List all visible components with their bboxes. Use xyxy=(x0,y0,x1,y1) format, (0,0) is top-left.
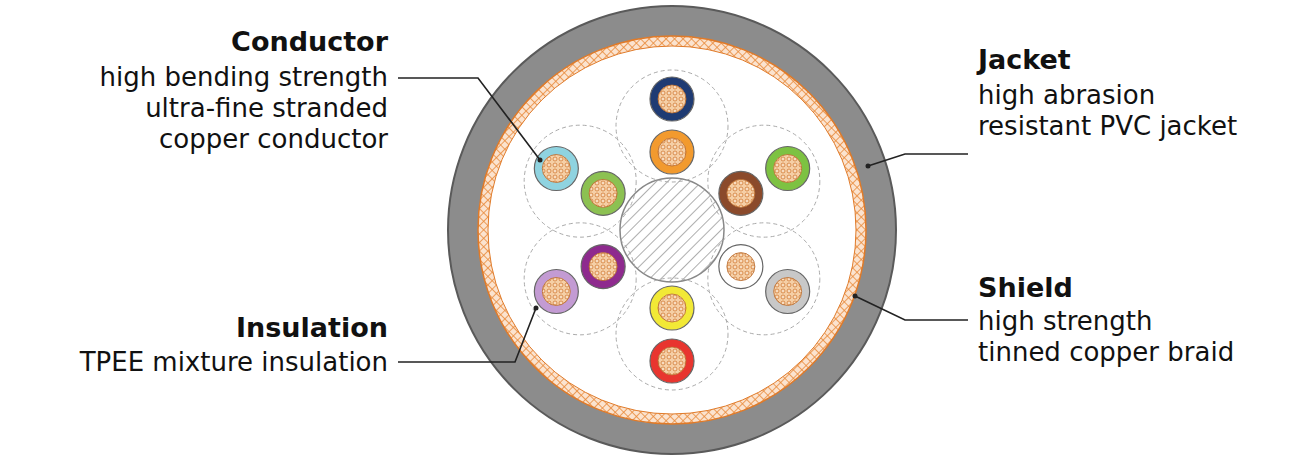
copper-conductor xyxy=(542,278,570,306)
copper-conductor xyxy=(658,85,686,113)
wire-insulation xyxy=(581,171,625,215)
part-name: Jacket xyxy=(978,44,1256,75)
wire xyxy=(534,270,578,314)
leader-line xyxy=(398,78,540,160)
copper-conductor xyxy=(658,347,686,375)
wire-insulation xyxy=(534,270,578,314)
pair-boundary xyxy=(524,223,636,335)
copper-conductor xyxy=(727,253,755,281)
wire-insulation xyxy=(581,245,625,289)
wire-insulation xyxy=(650,339,694,383)
part-description: TPEE mixture insulation xyxy=(18,347,388,378)
wire xyxy=(534,146,578,190)
leader-line xyxy=(398,308,536,362)
wire-insulation xyxy=(766,146,810,190)
wire-insulation xyxy=(534,146,578,190)
part-description: high strength tinned copper braid xyxy=(978,306,1240,368)
shield-braid xyxy=(478,36,866,424)
wire-insulation xyxy=(766,270,810,314)
copper-conductor xyxy=(542,154,570,182)
wire xyxy=(650,130,694,174)
leader-dot xyxy=(538,158,543,163)
wire-insulation xyxy=(650,77,694,121)
leader-dot xyxy=(853,294,858,299)
part-name: Shield xyxy=(978,272,1240,303)
leader-line xyxy=(855,296,968,320)
leader-dot xyxy=(866,164,871,169)
copper-conductor xyxy=(589,179,617,207)
wire-insulation xyxy=(719,171,763,215)
wire xyxy=(581,171,625,215)
wire-insulation xyxy=(650,130,694,174)
wire xyxy=(719,171,763,215)
copper-conductor xyxy=(774,278,802,306)
wire xyxy=(719,245,763,289)
wire xyxy=(581,245,625,289)
wire xyxy=(650,286,694,330)
copper-conductor xyxy=(774,154,802,182)
wires xyxy=(534,77,809,383)
copper-conductor xyxy=(658,138,686,166)
part-name: Conductor xyxy=(88,26,388,57)
wire-insulation xyxy=(650,286,694,330)
wire-insulation xyxy=(719,245,763,289)
pair-boundary xyxy=(616,70,728,182)
pair-boundary xyxy=(708,223,820,335)
pair-boundary xyxy=(708,125,820,237)
pair-boundary xyxy=(616,278,728,390)
part-description: high abrasion resistant PVC jacket xyxy=(978,80,1256,142)
leader-line xyxy=(868,154,968,166)
wire xyxy=(766,270,810,314)
inner-filler xyxy=(488,46,856,414)
leader-dot xyxy=(534,306,539,311)
leader-lines xyxy=(398,78,968,362)
jacket-ring xyxy=(448,6,896,454)
copper-conductor xyxy=(727,179,755,207)
part-name: Insulation xyxy=(18,312,388,343)
center-filler xyxy=(620,178,724,282)
wire xyxy=(650,77,694,121)
part-description: high bending strength ultra-fine strande… xyxy=(88,62,388,155)
copper-conductor xyxy=(589,253,617,281)
copper-conductor xyxy=(658,294,686,322)
pair-boundary xyxy=(524,125,636,237)
wire xyxy=(650,339,694,383)
wire xyxy=(766,146,810,190)
